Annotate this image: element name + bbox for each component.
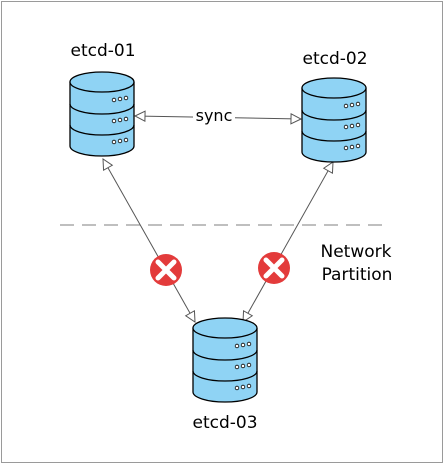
partition-label-line1: Network xyxy=(321,242,392,262)
etcd-02-label: etcd-02 xyxy=(302,49,367,69)
etcd-02-node xyxy=(301,77,367,163)
blocked-x-icon xyxy=(258,252,290,284)
database-icon xyxy=(192,317,258,403)
etcd-03-node xyxy=(192,317,258,403)
database-icon xyxy=(69,71,135,157)
sync-label: sync xyxy=(196,106,233,125)
database-icon xyxy=(301,77,367,163)
etcd-01-node xyxy=(69,71,135,157)
partition-label-line2: Partition xyxy=(322,265,393,285)
edge-etcd02-etcd03 xyxy=(243,162,333,322)
sync-label-bg xyxy=(193,106,235,126)
etcd-03-label: etcd-03 xyxy=(192,413,257,433)
blocked-x-icon xyxy=(150,254,182,286)
etcd-01-label: etcd-01 xyxy=(70,41,135,61)
edge-etcd01-etcd03 xyxy=(103,159,195,322)
